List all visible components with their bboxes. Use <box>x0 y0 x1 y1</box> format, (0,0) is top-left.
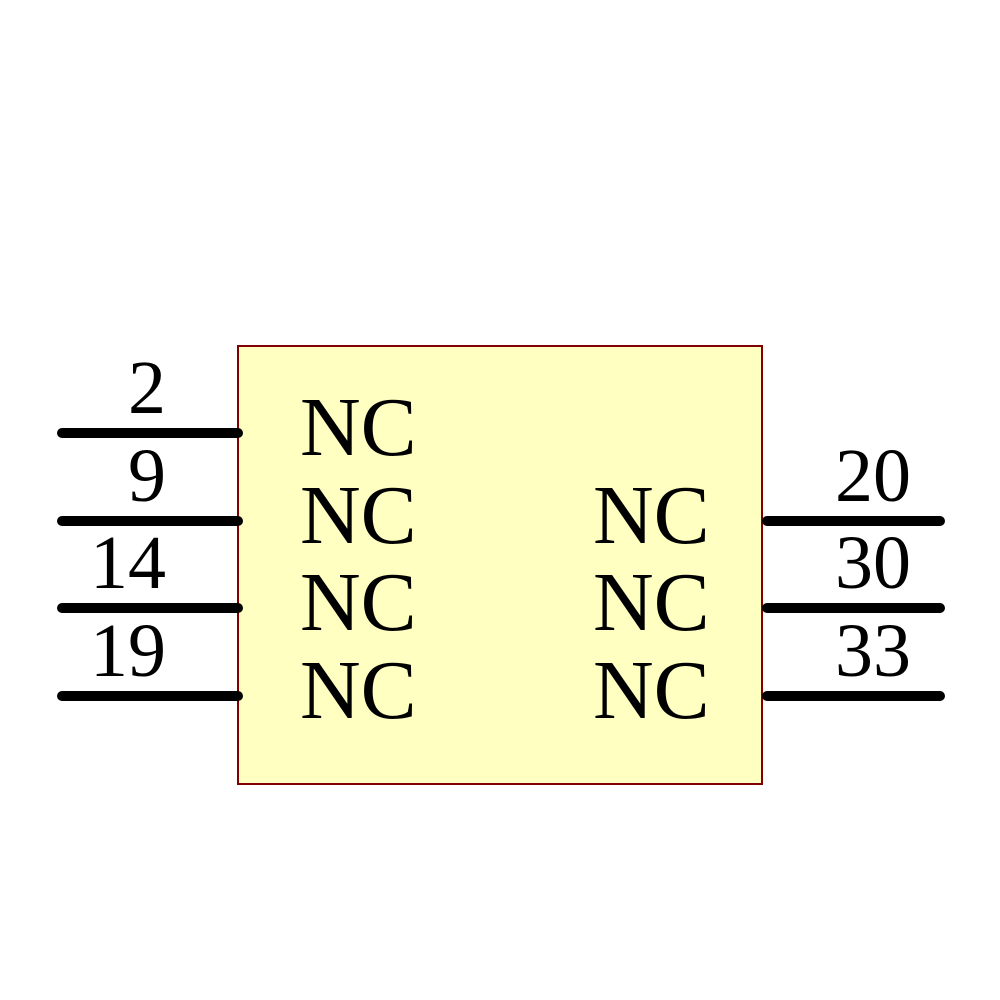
pin-number-left-4: 19 <box>90 609 166 693</box>
pin-name-left-1: NC <box>300 381 417 474</box>
pin-number-left-2: 9 <box>128 434 166 518</box>
pin-number-right-1: 20 <box>835 434 911 518</box>
pin-name-right-1: NC <box>593 469 710 562</box>
pin-line-right-3 <box>762 691 945 701</box>
pin-name-left-3: NC <box>300 556 417 649</box>
pin-name-right-2: NC <box>593 556 710 649</box>
pin-line-right-1 <box>762 516 945 526</box>
pin-line-left-2 <box>57 516 243 526</box>
component-body <box>237 345 763 785</box>
pin-name-left-4: NC <box>300 644 417 737</box>
pin-line-left-1 <box>57 428 243 438</box>
pin-line-right-2 <box>762 603 945 613</box>
pin-line-left-4 <box>57 691 243 701</box>
pin-number-right-3: 33 <box>835 609 911 693</box>
pin-name-left-2: NC <box>300 469 417 562</box>
pin-number-right-2: 30 <box>835 521 911 605</box>
pin-name-right-3: NC <box>593 644 710 737</box>
pin-line-left-3 <box>57 603 243 613</box>
pin-number-left-3: 14 <box>90 521 166 605</box>
pin-number-left-1: 2 <box>128 346 166 430</box>
